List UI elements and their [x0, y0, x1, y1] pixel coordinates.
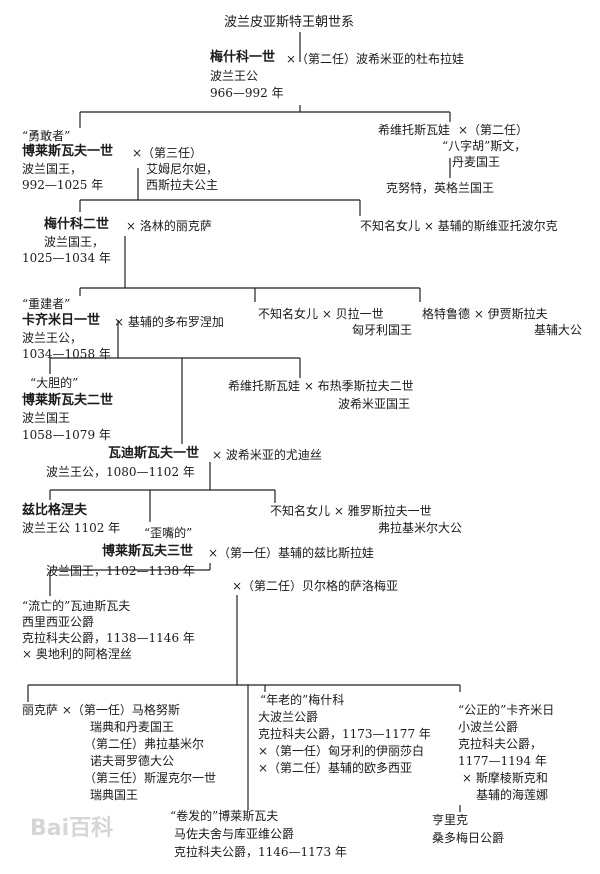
mieszko-iii-line3: 克拉科夫公爵，1173—1177 年: [258, 727, 431, 741]
rixa-line2: 瑞典和丹麦国王: [90, 720, 175, 734]
boleslaw-iv-line1: “卷发的”博莱斯瓦夫: [170, 809, 279, 823]
iziaslav-title: 基辅大公: [534, 323, 583, 337]
kazimierz-ii-line5: × 斯摩棱斯克和: [462, 771, 548, 785]
gertruda-name: 格特鲁德 × 伊贾斯拉夫: [422, 307, 548, 321]
boleslaw-ii-years: 1058—1079 年: [22, 428, 111, 442]
wladyslaw-ii-name: 瓦迪斯瓦夫: [70, 599, 131, 613]
boleslaw-iv-line2: 马佐夫舍与库亚维公爵: [174, 827, 295, 841]
rixa-line6: 瑞典国王: [90, 788, 139, 802]
wladyslaw-i-spouse: × 波希米亚的尤迪丝: [212, 448, 322, 462]
boleslaw-iii-title: 波兰国王，1102—1138 年: [46, 564, 195, 578]
kazimierz-i-years: 1034—1058 年: [22, 347, 111, 361]
wladyslaw-ii-title2: 克拉科夫公爵，1138—1146 年: [22, 631, 195, 645]
kazimierz-i-name: 卡齐米日一世: [22, 313, 101, 328]
zbigniew-name: 兹比格涅夫: [22, 503, 88, 518]
yaroslav-title: 弗拉基米尔大公: [378, 521, 463, 535]
swietoslawa-ii-name: 希维托斯瓦娃 × 布热季斯拉夫二世: [228, 379, 414, 393]
boleslaw-i-spouse-label: ×（第三任）: [132, 146, 203, 160]
mieszko-i-years: 966—992 年: [210, 86, 284, 100]
mieszko-iii-line5: ×（第二任）基辅的欧多西亚: [258, 761, 413, 775]
boleslaw-iii-spouse1: ×（第一任）基辅的兹比斯拉娃: [208, 546, 375, 560]
cnut-name: 克努特，英格兰国王: [386, 181, 495, 195]
mieszko-ii-name: 梅什科二世: [44, 217, 110, 232]
mieszko-ii-sister: 不知名女儿 × 基辅的斯维亚托波尔克: [360, 219, 558, 233]
boleslaw-i-title: 波兰国王，: [22, 162, 83, 176]
vratislav-title: 波希米亚国王: [338, 397, 411, 411]
mieszko-ii-spouse: × 洛林的丽克萨: [126, 219, 212, 233]
kazimierz-ii-line4: 1177—1194 年: [458, 754, 547, 768]
rixa-line3: （第二任）弗拉基米尔: [84, 737, 205, 751]
sweyn-epithet: “八字胡”斯文，: [442, 139, 527, 153]
wladyslaw-i-title: 波兰王公，1080—1102 年: [46, 465, 195, 479]
kazimierz-i-title: 波兰王公，: [22, 331, 83, 345]
wladyslaw-ii-spouse: × 奥地利的阿格涅丝: [22, 647, 132, 661]
boleslaw-ii-epithet: “大胆的”: [30, 376, 79, 390]
zbigniew-title: 波兰王公 1102 年: [22, 521, 121, 535]
kazimierz-ii-line1: “公正的”卡齐米日: [458, 703, 555, 717]
kazimierz-i-sister1: 不知名女儿 × 贝拉一世: [258, 307, 384, 321]
swietoslawa-name: 希维托斯瓦娃: [378, 123, 451, 137]
sweyn-title: 丹麦国王: [452, 155, 501, 169]
boleslaw-i-years: 992—1025 年: [22, 178, 104, 192]
mieszko-iii-line1: “年老的”梅什科: [260, 693, 345, 707]
rixa-line5: （第三任）斯渥克尔一世: [84, 771, 217, 785]
henryk-line2: 桑多梅日公爵: [432, 831, 505, 845]
boleslaw-i-epithet: “勇敢者”: [22, 129, 71, 143]
mieszko-i-name: 梅什科一世: [210, 50, 276, 65]
wladyslaw-ii-epithet: “流亡的”: [22, 599, 71, 613]
wladyslaw-ii-title1: 西里西亚公爵: [22, 615, 95, 629]
boleslaw-i-spouse-title: 西斯拉夫公主: [146, 178, 219, 192]
mieszko-ii-years: 1025—1034 年: [22, 251, 111, 265]
rixa-line4: 诺夫哥罗德大公: [90, 754, 175, 768]
baike-watermark: Bai百科: [30, 816, 114, 841]
bela-title: 匈牙利国王: [352, 323, 413, 337]
mieszko-ii-title: 波兰国王，: [44, 235, 105, 249]
boleslaw-iii-epithet: “歪嘴的”: [144, 526, 193, 540]
boleslaw-i-name: 博莱斯瓦夫一世: [22, 144, 114, 159]
kazimierz-i-epithet: “重建者”: [22, 297, 71, 311]
boleslaw-ii-title: 波兰国王: [22, 411, 71, 425]
boleslaw-ii-name: 博莱斯瓦夫二世: [22, 393, 114, 408]
boleslaw-i-spouse-name: 艾姆尼尔妲，: [146, 162, 219, 176]
mieszko-i-spouse: ×（第二任）波希米亚的杜布拉娃: [286, 52, 465, 66]
mieszko-iii-line4: ×（第一任）匈牙利的伊丽莎白: [258, 744, 425, 758]
diagram-title: 波兰皮亚斯特王朝世系: [224, 15, 355, 30]
zbigniew-sister: 不知名女儿 × 雅罗斯拉夫一世: [270, 504, 432, 518]
kazimierz-ii-line2: 小波兰公爵: [458, 720, 519, 734]
rixa-line1: 丽克萨 ×（第一任）马格努斯: [22, 703, 180, 717]
kazimierz-ii-line6: 基辅的海莲娜: [476, 788, 549, 802]
swietoslawa-spouse-label: ×（第二任）: [458, 123, 529, 137]
boleslaw-iv-line3: 克拉科夫公爵，1146—1173 年: [174, 845, 347, 859]
kazimierz-ii-line3: 克拉科夫公爵，: [458, 737, 543, 751]
henryk-line1: 亨里克: [432, 813, 469, 827]
kazimierz-i-spouse: × 基辅的多布罗涅加: [114, 315, 224, 329]
mieszko-iii-line2: 大波兰公爵: [258, 710, 319, 724]
boleslaw-iii-spouse2: ×（第二任）贝尔格的萨洛梅亚: [232, 579, 399, 593]
wladyslaw-ii-epithet-name: “流亡的”瓦迪斯瓦夫: [22, 598, 130, 615]
mieszko-i-title: 波兰王公: [210, 69, 259, 83]
boleslaw-iii-name: 博莱斯瓦夫三世: [102, 544, 194, 559]
wladyslaw-i-name: 瓦迪斯瓦夫一世: [108, 446, 200, 461]
